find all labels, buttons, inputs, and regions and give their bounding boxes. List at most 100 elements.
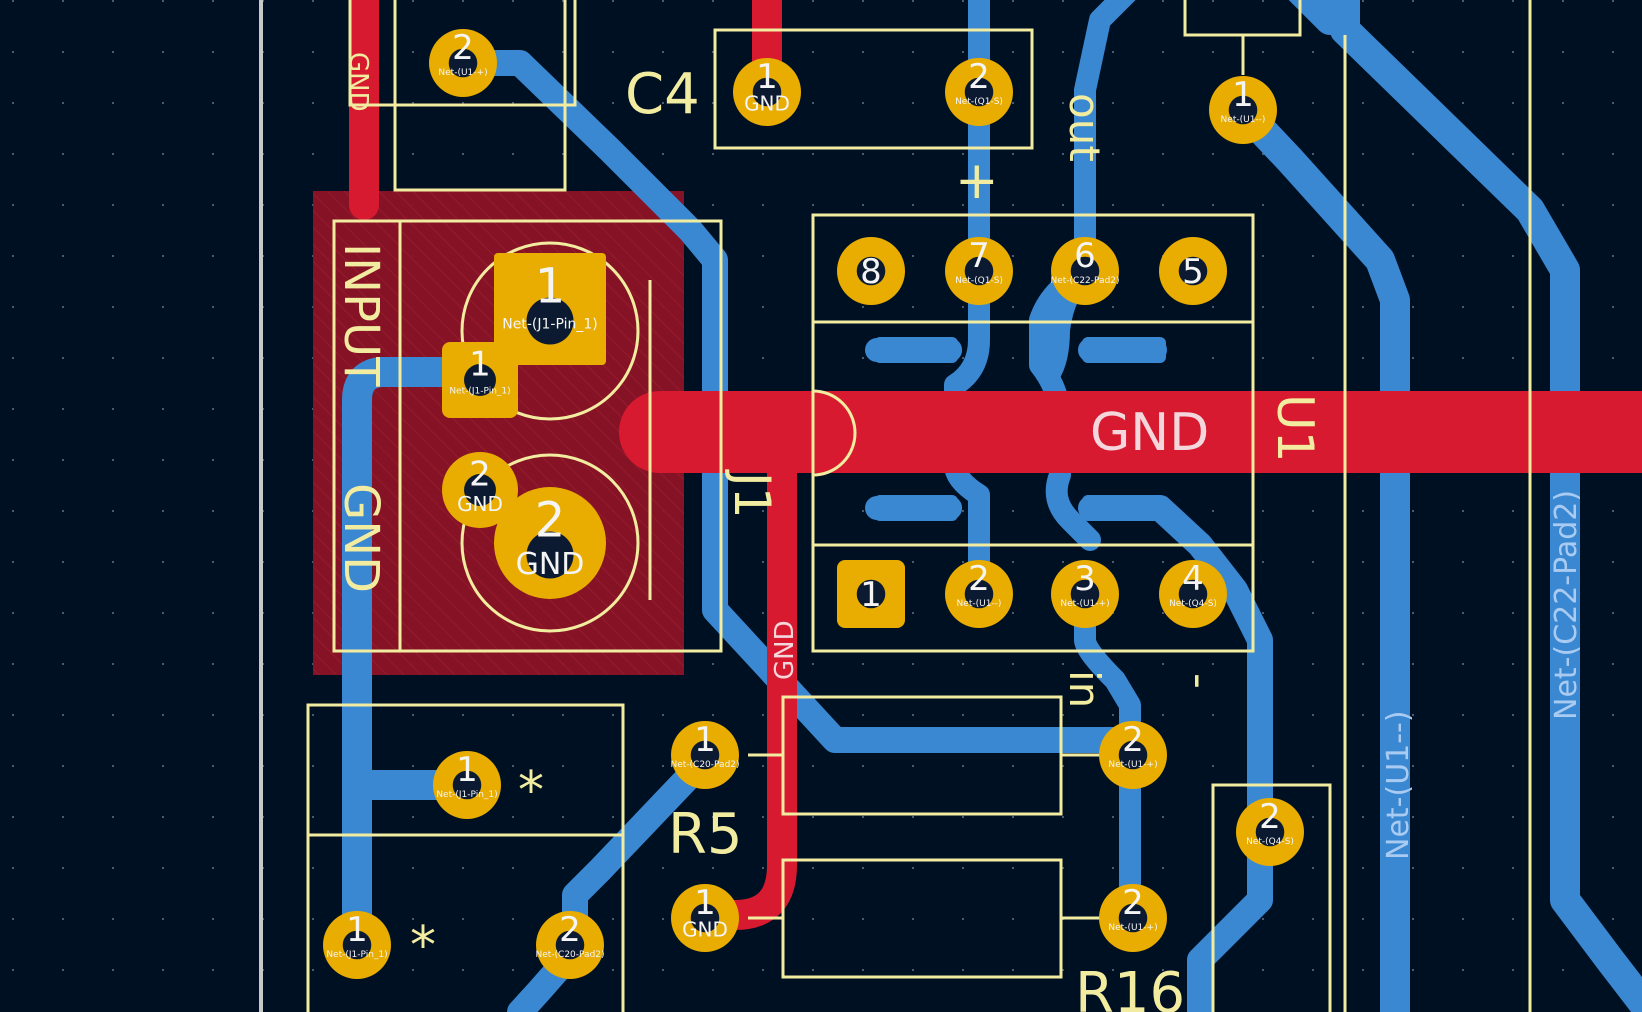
drill-hole <box>1178 579 1208 609</box>
drill-hole <box>464 474 496 506</box>
pad-net-name: Net-(C22-Pad2) <box>1050 276 1119 286</box>
ref-c4: C4 <box>625 62 700 127</box>
pad-net-name: GND <box>744 92 790 116</box>
silk-u1-outline <box>811 213 1255 653</box>
track-u1-pin3[interactable] <box>1074 584 1141 921</box>
pad-net-name: Net-(U1--) <box>1221 115 1266 125</box>
drill-hole <box>555 930 585 960</box>
silk-j1-outline <box>332 219 723 653</box>
drill-hole <box>856 256 886 286</box>
silkscreen-text: C4 R5 R16 J1 U1 INPUT GND out in + - * *… <box>333 52 1324 1012</box>
silkscreen-layer <box>306 0 1532 1012</box>
pad-net-name: GND <box>682 918 728 942</box>
track-j1-pin1[interactable] <box>450 50 1143 753</box>
pad-number: 2 <box>559 910 581 950</box>
pad-net-name: Net-(Q1-S) <box>955 97 1003 107</box>
pad-net-name: Net-(Q4-S) <box>1246 837 1294 847</box>
drill-hole <box>1118 740 1148 770</box>
silk-j1-ring2 <box>460 453 640 633</box>
u1-smd-pad[interactable] <box>874 495 958 521</box>
pad-number: 7 <box>968 236 990 276</box>
pad-number: 1 <box>1232 75 1254 115</box>
silk-top-left-outline2 <box>393 0 567 192</box>
drill-hole <box>856 579 886 609</box>
pad-number: 2 <box>452 28 474 68</box>
pad-number: 1 <box>860 575 882 615</box>
drill-hole <box>1178 256 1208 286</box>
pad-number: 2 <box>469 454 491 494</box>
u1-smd-pads <box>874 337 1166 521</box>
u1-smd-pad[interactable] <box>1082 495 1166 521</box>
pad-net-name: Net-(J1-Pin_1) <box>436 790 497 800</box>
pads-layer: 2Net-(U1-+)1GND2Net-(Q1-S)1Net-(U1--)1Ne… <box>323 28 1304 979</box>
ref-j1: J1 <box>723 469 781 519</box>
pad-net-name: Net-(C20-Pad2) <box>535 950 604 960</box>
pad-number: 2 <box>1259 797 1281 837</box>
ref-r16: R16 <box>1075 961 1185 1012</box>
track-net-c22[interactable] <box>1288 0 1345 35</box>
silk-j1-ring1 <box>460 241 640 421</box>
drill-hole <box>964 579 994 609</box>
track-net-u1-minus[interactable] <box>1330 0 1642 1012</box>
pad-number: 1 <box>469 344 491 384</box>
drill-hole <box>526 297 574 345</box>
pad-number: 4 <box>1182 559 1204 599</box>
drill-hole <box>448 48 478 78</box>
silk-gnd-label: GND <box>333 483 389 593</box>
pad-number: 1 <box>756 57 778 97</box>
pad-u1-8[interactable]: 8 <box>837 237 905 305</box>
net-labels: GND Net-(U1--) Net-(C22-Pad2) GND <box>770 403 1584 860</box>
pad-net-name: Net-(J1-Pin_1) <box>326 950 387 960</box>
pad-net-name: Net-(U1-+) <box>1060 599 1109 609</box>
pad-number: 6 <box>1074 236 1096 276</box>
drill-hole <box>964 256 994 286</box>
pad-number: 2 <box>1122 883 1144 923</box>
silk-top-left-outline <box>348 0 577 107</box>
pad-net-name: Net-(C20-Pad2) <box>670 760 739 770</box>
silk-bottom-right-outline <box>1211 783 1332 1012</box>
pad-net-name: GND <box>457 492 503 516</box>
drill-hole <box>690 740 720 770</box>
u1-smd-pad[interactable] <box>874 337 958 363</box>
ref-r5: R5 <box>668 802 743 867</box>
silk-c4-outline <box>713 28 1034 150</box>
track-bottom-left-vertical[interactable] <box>342 357 490 955</box>
drill-hole <box>1255 817 1285 847</box>
pad-u1-1[interactable]: 1 <box>837 560 905 628</box>
pad-u1-5[interactable]: 5 <box>1159 237 1227 305</box>
pad-net-name: GND <box>516 547 585 582</box>
drill-hole <box>342 930 372 960</box>
drill-hole <box>1070 256 1100 286</box>
drill-hole <box>526 531 574 579</box>
track-top-right[interactable] <box>1225 92 1410 1012</box>
u1-smd-pad[interactable] <box>1082 337 1166 363</box>
drill-hole <box>1118 903 1148 933</box>
pad-number: 1 <box>456 750 478 790</box>
pad-net-name: Net-(Q4-S) <box>1169 599 1217 609</box>
drill-hole <box>690 903 720 933</box>
silk-in-label: in <box>1060 670 1109 708</box>
pad-net-name: Net-(U1-+) <box>1108 760 1157 770</box>
